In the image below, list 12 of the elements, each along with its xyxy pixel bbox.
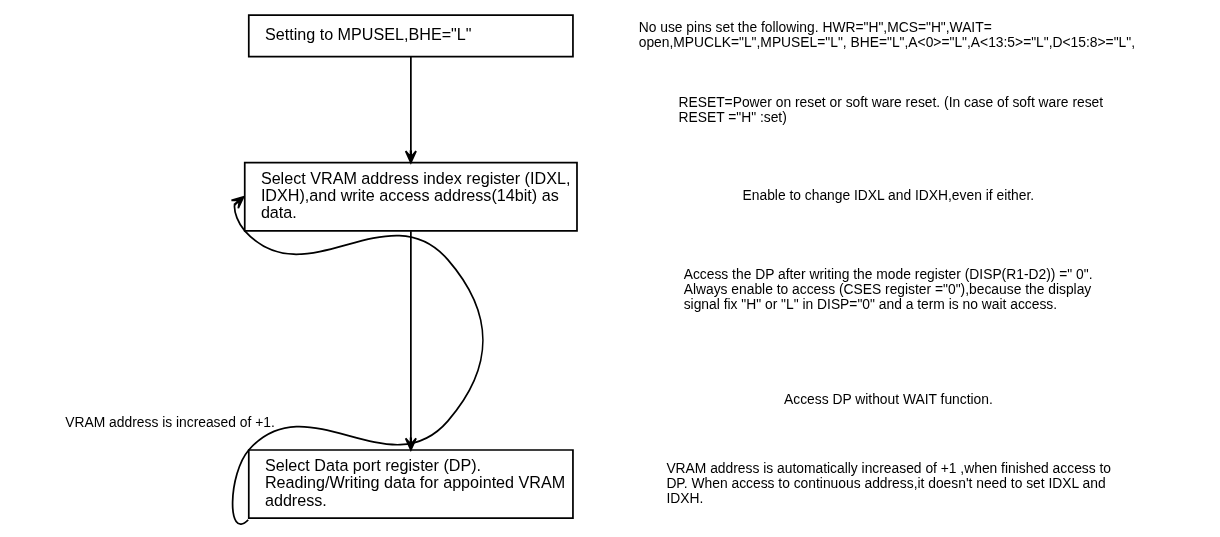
arrow bbox=[404, 55, 417, 164]
edge-label: VRAM address is increased of +1. bbox=[65, 414, 275, 431]
arrow bbox=[230, 195, 484, 525]
node-box: Select VRAM address index register (IDXL, IDXH),and write access address(14bit) as data. bbox=[243, 161, 578, 232]
label: Enable to change IDXL and IDXH,even if either. bbox=[742, 187, 1035, 204]
node-box: Setting to MPUSEL,BHE="L" bbox=[247, 14, 574, 58]
label: Access the DP after writing the mode register (DISP(R1-D2)) =" 0". Always enable to access (CSES register ="0"),because the display signal fix "H" or "L" in DISP="0" and a term is no wait access. bbox=[683, 265, 1093, 312]
label: No use pins set the following. HWR="H",MCS="H",WAIT= open,MPUCLK="L",MPUSEL="L", BHE="L",A<0>="L",A<13:5>="L",D<15:8>="L", bbox=[638, 18, 1136, 50]
label: VRAM address is automatically increased of +1 ,when finished access to DP. When access to continuous address,it doesn't need to set IDXL and IDXH. bbox=[666, 459, 1112, 506]
label: Access DP without WAIT function. bbox=[784, 390, 993, 407]
node-box: Select Data port register (DP). Reading/Writing data for appointed VRAM address. bbox=[247, 449, 574, 519]
label: RESET=Power on reset or soft ware reset. (In case of soft ware reset RESET ="H" :set) bbox=[678, 93, 1104, 125]
